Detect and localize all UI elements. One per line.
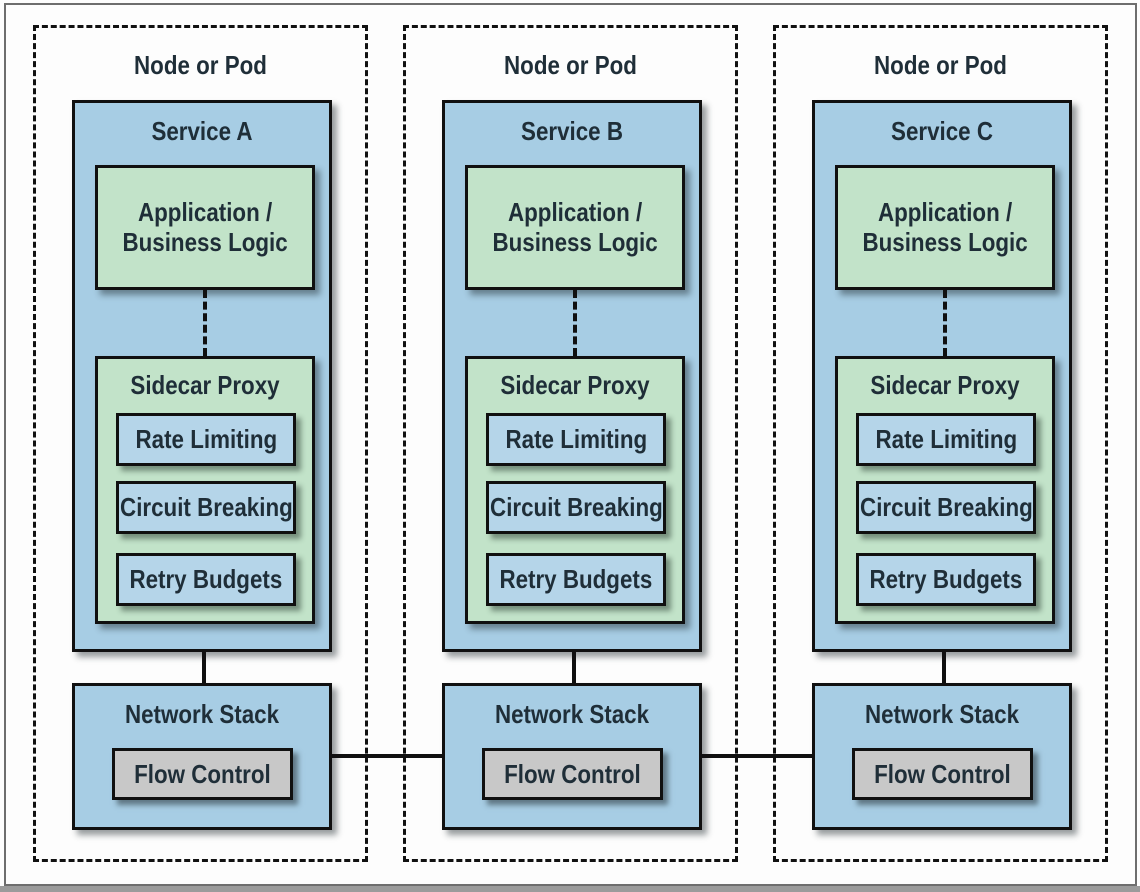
sidecar-proxy-label: Sidecar Proxy [130, 370, 280, 400]
application-business-logic-box: Application / Business Logic [465, 165, 685, 290]
app-to-sidecar-dashed-connector [203, 290, 207, 356]
circuit-breaking-box: Circuit Breaking [856, 481, 1036, 534]
flow-control-box: Flow Control [482, 748, 663, 800]
network-stack-box: Network Stack Flow Control [812, 683, 1072, 830]
network-stack-label: Network Stack [124, 699, 280, 729]
application-label: Application / Business Logic [492, 196, 658, 257]
retry-budgets-box: Retry Budgets [116, 553, 296, 606]
retry-budgets-box: Retry Budgets [856, 553, 1036, 606]
sidecar-proxy-box: Sidecar Proxy Rate Limiting Circuit Brea… [835, 356, 1055, 624]
node-or-pod-box-3: Node or Pod Service C Application / Busi… [773, 25, 1108, 862]
service-label: Service A [151, 116, 253, 146]
application-business-logic-box: Application / Business Logic [835, 165, 1055, 290]
network-stack-box: Network Stack Flow Control [72, 683, 332, 830]
application-label: Application / Business Logic [862, 196, 1028, 257]
service-label: Service B [521, 116, 623, 146]
network-link-1-2 [332, 754, 442, 758]
sidecar-proxy-box: Sidecar Proxy Rate Limiting Circuit Brea… [465, 356, 685, 624]
service-b-box: Service B Application / Business Logic S… [442, 100, 702, 652]
sidecar-proxy-box: Sidecar Proxy Rate Limiting Circuit Brea… [95, 356, 315, 624]
network-link-2-3 [702, 754, 812, 758]
network-stack-label: Network Stack [864, 699, 1020, 729]
application-business-logic-box: Application / Business Logic [95, 165, 315, 290]
app-to-sidecar-dashed-connector [943, 290, 947, 356]
service-to-network-connector [942, 652, 946, 686]
node-label: Node or Pod [134, 50, 267, 80]
network-stack-box: Network Stack Flow Control [442, 683, 702, 830]
service-to-network-connector [202, 652, 206, 686]
service-a-box: Service A Application / Business Logic S… [72, 100, 332, 652]
flow-control-box: Flow Control [852, 748, 1033, 800]
sidecar-proxy-label: Sidecar Proxy [870, 370, 1020, 400]
node-label: Node or Pod [874, 50, 1007, 80]
circuit-breaking-box: Circuit Breaking [486, 481, 666, 534]
retry-budgets-box: Retry Budgets [486, 553, 666, 606]
service-c-box: Service C Application / Business Logic S… [812, 100, 1072, 652]
rate-limiting-box: Rate Limiting [856, 413, 1036, 466]
service-label: Service C [891, 116, 993, 146]
rate-limiting-box: Rate Limiting [116, 413, 296, 466]
app-to-sidecar-dashed-connector [573, 290, 577, 356]
node-or-pod-box-2: Node or Pod Service B Application / Busi… [403, 25, 738, 862]
application-label: Application / Business Logic [122, 196, 288, 257]
service-to-network-connector [572, 652, 576, 686]
node-or-pod-box-1: Node or Pod Service A Application / Busi… [33, 25, 368, 862]
node-label: Node or Pod [504, 50, 637, 80]
circuit-breaking-box: Circuit Breaking [116, 481, 296, 534]
network-stack-label: Network Stack [494, 699, 650, 729]
sidecar-proxy-label: Sidecar Proxy [500, 370, 650, 400]
bottom-edge-band [0, 886, 1140, 892]
rate-limiting-box: Rate Limiting [486, 413, 666, 466]
flow-control-box: Flow Control [112, 748, 293, 800]
